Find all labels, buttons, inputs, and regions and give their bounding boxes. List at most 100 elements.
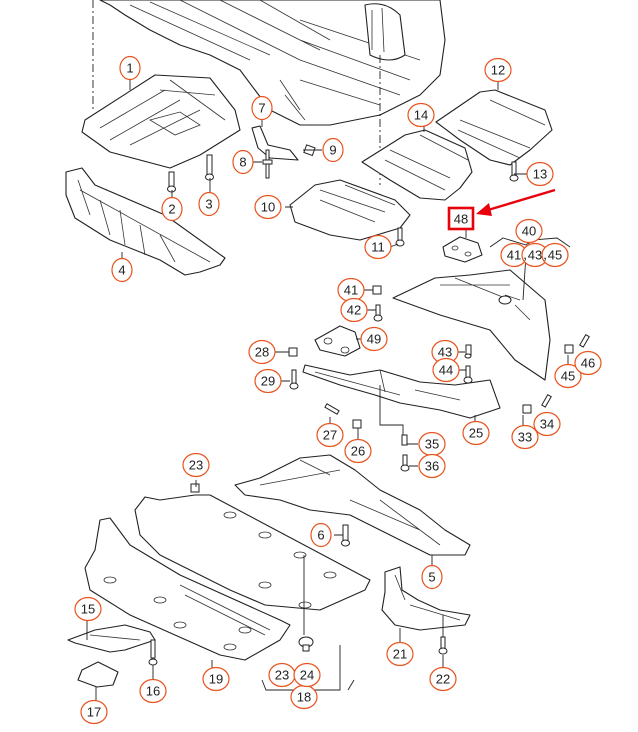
callout-label: 10 (261, 200, 275, 215)
callout-circle (248, 339, 276, 365)
callout-43[interactable]: 43 (521, 242, 549, 268)
callout-circle (432, 357, 460, 383)
callout-46[interactable]: 46 (574, 350, 602, 376)
callout-label: 41 (344, 283, 358, 298)
screw-13 (509, 161, 519, 182)
part-18-panel (134, 494, 371, 611)
callout-circle (293, 662, 321, 688)
callout-label: 3 (205, 197, 212, 212)
part-8-stud (262, 149, 273, 179)
callout-33[interactable]: 33 (511, 424, 539, 450)
callout-6[interactable]: 6 (310, 522, 332, 548)
callout-circle (161, 196, 183, 222)
callout-label: 19 (209, 672, 223, 687)
callout-28[interactable]: 28 (248, 339, 276, 365)
callout-label: 26 (351, 444, 365, 459)
callout-circle (182, 452, 210, 478)
callout-26[interactable]: 26 (344, 438, 372, 464)
callout-label: 25 (469, 426, 483, 441)
part-14-cover (361, 129, 473, 201)
callout-29[interactable]: 29 (254, 368, 282, 394)
callout-label: 2 (168, 202, 175, 217)
callout-label: 22 (436, 672, 450, 687)
callout-circle (251, 95, 273, 121)
callout-label: 11 (371, 240, 385, 255)
callout-label: 45 (561, 369, 575, 384)
callout-9[interactable]: 9 (322, 137, 344, 163)
callout-41[interactable]: 41 (337, 277, 365, 303)
group-separator: , (523, 247, 527, 262)
callout-15[interactable]: 15 (74, 596, 102, 622)
callout-40[interactable]: 40 (515, 218, 543, 244)
callout-17[interactable]: 17 (80, 699, 108, 725)
part-5-rear-cover (234, 454, 471, 556)
callout-23[interactable]: 23 (182, 452, 210, 478)
callout-27[interactable]: 27 (316, 422, 344, 448)
callout-5[interactable]: 5 (421, 564, 443, 590)
callout-16[interactable]: 16 (139, 678, 167, 704)
callout-label: 18 (297, 690, 311, 705)
callout-circle (198, 191, 220, 217)
callout-19[interactable]: 19 (202, 666, 230, 692)
callout-3[interactable]: 3 (198, 191, 220, 217)
screw-6 (341, 524, 350, 547)
callout-18[interactable]: 18 (290, 684, 318, 710)
callout-label: 7 (258, 101, 265, 116)
callout-12[interactable]: 12 (484, 57, 512, 83)
callout-22[interactable]: 22 (429, 666, 457, 692)
callout-45[interactable]: 45 (554, 363, 582, 389)
callout-label: 36 (425, 459, 439, 474)
callout-10[interactable]: 10 (254, 194, 282, 220)
callout-circle (418, 453, 446, 479)
callout-label: 1 (126, 61, 133, 76)
callout-44[interactable]: 44 (432, 357, 460, 383)
callout-13[interactable]: 13 (526, 161, 554, 187)
callout-48-highlighted[interactable]: 48 (447, 206, 475, 231)
callout-45[interactable]: 45 (541, 242, 569, 268)
callout-23[interactable]: 23 (268, 662, 296, 688)
callout-label: 33 (518, 430, 532, 445)
callout-36[interactable]: 36 (418, 453, 446, 479)
callout-label: 44 (439, 363, 453, 378)
callout-34[interactable]: 34 (533, 411, 561, 437)
callout-circle (344, 438, 372, 464)
callout-label: 27 (323, 428, 337, 443)
callout-label: 21 (393, 647, 407, 662)
callout-2[interactable]: 2 (161, 196, 183, 222)
callout-35[interactable]: 35 (418, 431, 446, 457)
callout-circle (316, 422, 344, 448)
callout-24[interactable]: 24 (293, 662, 321, 688)
callout-7[interactable]: 7 (251, 95, 273, 121)
callout-circle (340, 297, 368, 323)
part-7-bracket (251, 125, 299, 161)
callout-circle (111, 257, 133, 283)
part-49-plate (314, 325, 361, 357)
part-12-cover (435, 89, 553, 166)
callout-41[interactable]: 41 (500, 242, 528, 268)
callout-label: 17 (87, 705, 101, 720)
part-48-plate (442, 236, 483, 263)
callout-label: 14 (414, 108, 428, 123)
callout-25[interactable]: 25 (462, 420, 490, 446)
callout-label: 41 (507, 248, 521, 263)
screw-22 (438, 615, 448, 655)
callout-label: 5 (428, 570, 435, 585)
fastener-24 (298, 555, 314, 652)
callout-49[interactable]: 49 (360, 326, 388, 352)
callout-circle (254, 368, 282, 394)
callout-circle (202, 666, 230, 692)
callout-14[interactable]: 14 (407, 102, 435, 128)
vehicle-body-underside (92, 0, 446, 185)
part-19-panel (84, 517, 291, 661)
callout-11[interactable]: 11 (364, 234, 392, 260)
callout-21[interactable]: 21 (386, 641, 414, 667)
callout-circle (526, 161, 554, 187)
callout-1[interactable]: 1 (119, 55, 141, 81)
callout-8[interactable]: 8 (232, 149, 254, 175)
callout-label: 4 (118, 263, 125, 278)
callout-42[interactable]: 42 (340, 297, 368, 323)
callout-label: 49 (367, 332, 381, 347)
callout-circle (322, 137, 344, 163)
callout-4[interactable]: 4 (111, 257, 133, 283)
